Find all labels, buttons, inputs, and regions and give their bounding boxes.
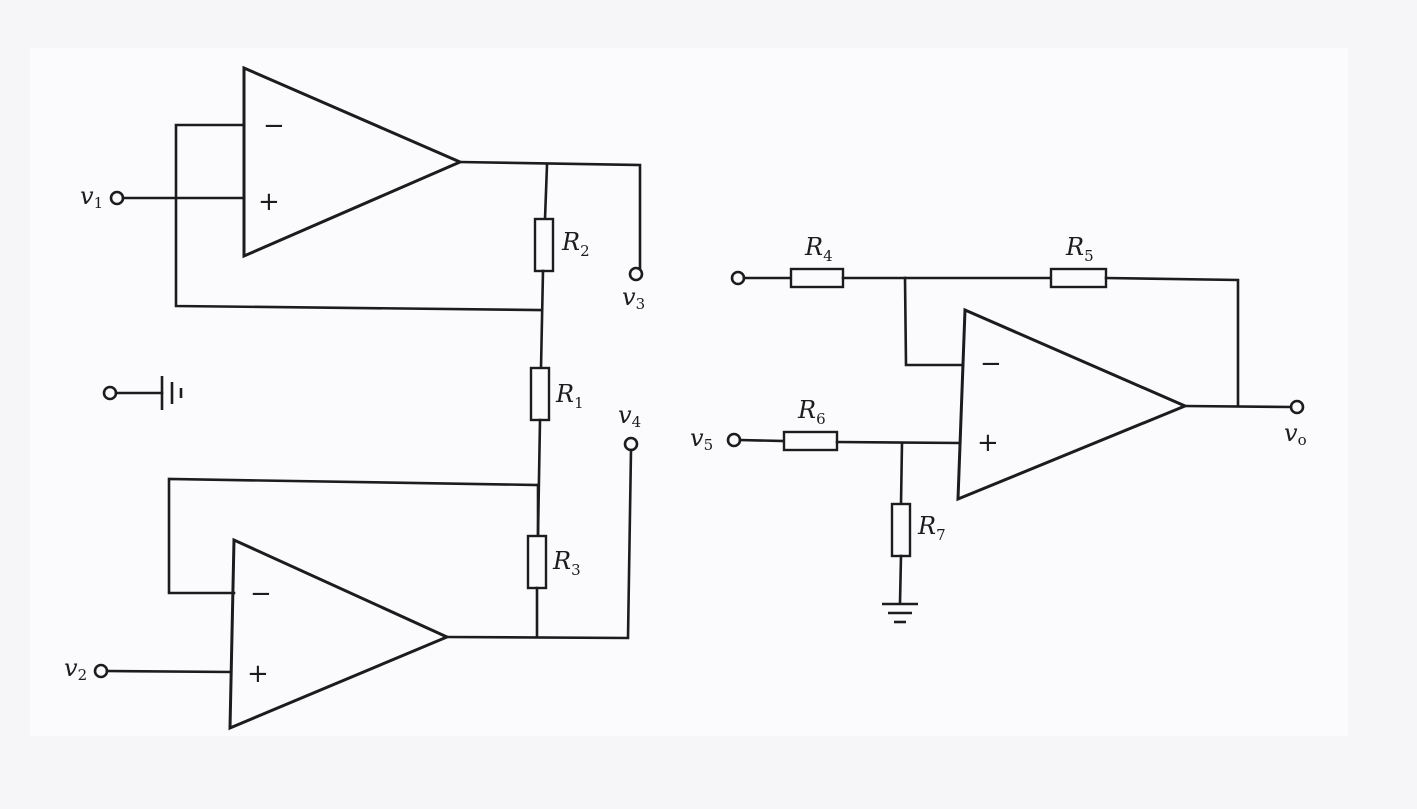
- wire-r6-left: [738, 438, 786, 443]
- label-v1: v1: [80, 182, 103, 212]
- label-r1: R1: [555, 380, 584, 412]
- label-r6: R6: [797, 396, 826, 428]
- label-r5: R5: [1065, 233, 1094, 265]
- wire-a2-output: [445, 448, 633, 640]
- label-v4: v4: [618, 401, 641, 431]
- terminal-r4-input: [730, 270, 746, 286]
- wire-r2-bottom: [539, 269, 545, 370]
- wire-v2-in: [105, 669, 233, 674]
- label-r7: R7: [917, 512, 946, 544]
- wire-a3-output: [1183, 404, 1293, 409]
- wire-a1-output: [458, 160, 642, 270]
- wire-a2-feedback: [167, 477, 540, 595]
- resistor-r1: [529, 366, 551, 422]
- terminal-v2: [93, 663, 109, 679]
- wire-r2-top: [543, 163, 549, 221]
- wire-r7-top: [899, 441, 904, 506]
- label-v3: v3: [622, 283, 645, 313]
- terminal-v1: [109, 190, 125, 206]
- resistor-r5: [1049, 267, 1108, 289]
- op-amp-a2-minus-sign: −: [250, 579, 272, 609]
- label-vo: vo: [1284, 419, 1307, 449]
- op-amp-a3: [956, 307, 1189, 502]
- terminal-vo: [1289, 399, 1305, 415]
- resistor-r6: [782, 430, 839, 452]
- wire-r7-bottom: [898, 554, 903, 605]
- wire-r6-right: [835, 440, 962, 445]
- label-r3: R3: [552, 547, 581, 579]
- op-amp-a3-plus-sign: +: [977, 428, 999, 458]
- resistor-r3: [526, 534, 548, 590]
- resistor-r4: [789, 267, 845, 289]
- paper-sheet: [30, 48, 1348, 736]
- wire-r5-feedback: [1104, 276, 1240, 408]
- op-amp-a1: [242, 65, 464, 259]
- op-amp-a3-minus-sign: −: [980, 349, 1002, 379]
- op-amp-a1-plus-sign: +: [258, 187, 280, 217]
- label-v5: v5: [690, 424, 713, 454]
- op-amp-a1-minus-sign: −: [263, 111, 285, 141]
- label-r4: R4: [804, 233, 833, 265]
- label-v2: v2: [64, 654, 87, 684]
- label-r2: R2: [561, 228, 590, 260]
- resistor-r7: [890, 502, 912, 558]
- op-amp-a2-plus-sign: +: [247, 659, 269, 689]
- wire-a3-minus-in: [903, 276, 965, 367]
- terminal-v3: [628, 266, 644, 282]
- terminal-v5: [726, 432, 742, 448]
- terminal-v4: [623, 436, 639, 452]
- wire-a1-feedback: [174, 123, 542, 312]
- terminal-ground-left: [102, 385, 118, 401]
- resistor-r2: [533, 217, 555, 273]
- op-amp-a2: [228, 537, 451, 731]
